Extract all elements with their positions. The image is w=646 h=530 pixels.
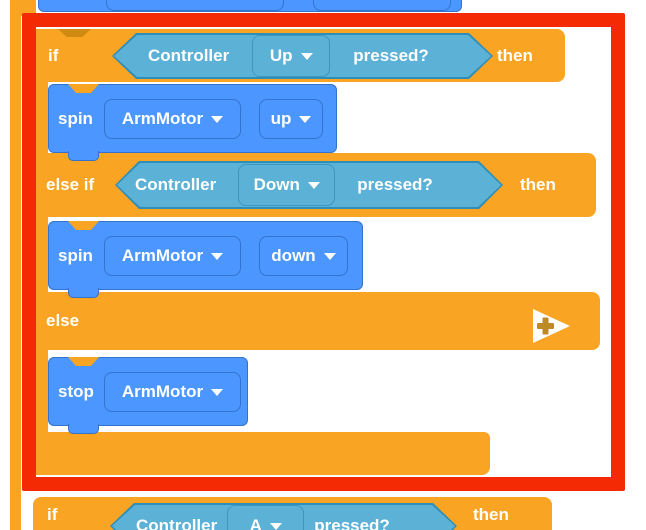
highlight-rectangle bbox=[22, 13, 625, 491]
dropdown-outline[interactable] bbox=[106, 0, 284, 11]
dropdown-caret-icon bbox=[300, 52, 313, 60]
spin-down-block[interactable]: spin ArmMotor down bbox=[48, 221, 363, 298]
block-bump bbox=[68, 288, 99, 298]
next-if-block[interactable]: if Controller A pressed? then bbox=[33, 497, 552, 530]
direction-dropdown[interactable]: down bbox=[259, 236, 348, 276]
dropdown-value: Up bbox=[269, 46, 293, 65]
motor-dropdown[interactable]: ArmMotor bbox=[104, 372, 241, 412]
device-label: Controller bbox=[135, 175, 217, 194]
spin-label: spin bbox=[58, 108, 93, 128]
dropdown-caret-icon bbox=[307, 181, 320, 189]
then-keyword: then bbox=[497, 45, 533, 65]
controller-up-pressed-condition[interactable]: Controller Up pressed? bbox=[112, 33, 493, 79]
motor-dropdown[interactable]: ArmMotor bbox=[104, 99, 241, 139]
dropdown-value: down bbox=[271, 246, 316, 265]
dropdown-value: up bbox=[270, 109, 292, 128]
dropdown-caret-icon bbox=[323, 252, 336, 260]
block-bump bbox=[68, 151, 99, 161]
enclosing-block-left-column[interactable] bbox=[10, 0, 21, 530]
pressed-label: pressed? bbox=[314, 516, 390, 530]
stop-block[interactable]: stop ArmMotor bbox=[48, 357, 248, 434]
dropdown-caret-icon bbox=[211, 115, 224, 123]
else-keyword: else bbox=[46, 311, 80, 330]
hexagon-fill bbox=[112, 505, 455, 530]
else-if-keyword: else if bbox=[46, 175, 95, 194]
dropdown-outline[interactable] bbox=[313, 0, 451, 11]
device-label: Controller bbox=[136, 516, 218, 530]
dropdown-caret-icon bbox=[269, 522, 282, 530]
pressed-label: pressed? bbox=[353, 46, 429, 65]
device-label: Controller bbox=[148, 46, 230, 65]
if-elseif-else-block[interactable]: if Controller Up pressed? then else if bbox=[33, 29, 611, 475]
then-keyword: then bbox=[473, 505, 509, 524]
pressed-label: pressed? bbox=[357, 175, 433, 194]
else-row[interactable]: else bbox=[33, 292, 600, 350]
if-keyword: if bbox=[48, 45, 59, 65]
block-notch bbox=[68, 221, 99, 230]
if-row[interactable]: if Controller Up pressed? then bbox=[33, 29, 565, 82]
stop-label: stop bbox=[58, 381, 94, 401]
dropdown-value: Down bbox=[253, 175, 300, 194]
then-keyword: then bbox=[520, 175, 556, 194]
block-bump bbox=[68, 424, 99, 434]
dropdown-value: ArmMotor bbox=[121, 382, 204, 401]
spin-up-block[interactable]: spin ArmMotor up bbox=[48, 84, 337, 161]
c-block-end-bar[interactable] bbox=[33, 432, 490, 475]
partial-block-above[interactable] bbox=[38, 0, 462, 12]
button-dropdown[interactable]: A bbox=[227, 505, 305, 530]
dropdown-value: ArmMotor bbox=[121, 109, 204, 128]
dropdown-caret-icon bbox=[211, 252, 224, 260]
button-dropdown[interactable]: Down bbox=[238, 164, 336, 206]
if-keyword: if bbox=[47, 505, 58, 524]
dropdown-value: A bbox=[249, 516, 262, 530]
else-if-row[interactable]: else if Controller Down pressed? then bbox=[33, 153, 596, 217]
block-notch bbox=[68, 84, 99, 93]
enclosing-block-left-column-top bbox=[10, 0, 36, 16]
expand-else-if-icon[interactable] bbox=[532, 308, 572, 344]
block-notch bbox=[68, 357, 99, 366]
controller-down-pressed-condition[interactable]: Controller Down pressed? bbox=[115, 161, 503, 209]
c-block-left-column bbox=[33, 29, 48, 475]
block-notch bbox=[58, 29, 91, 37]
controller-a-pressed-condition[interactable]: Controller A pressed? bbox=[110, 503, 457, 530]
motor-dropdown[interactable]: ArmMotor bbox=[104, 236, 241, 276]
dropdown-caret-icon bbox=[211, 388, 224, 396]
button-dropdown[interactable]: Up bbox=[252, 35, 331, 77]
dropdown-caret-icon bbox=[299, 115, 312, 123]
spin-label: spin bbox=[58, 245, 93, 265]
direction-dropdown[interactable]: up bbox=[259, 99, 323, 139]
dropdown-value: ArmMotor bbox=[121, 246, 204, 265]
